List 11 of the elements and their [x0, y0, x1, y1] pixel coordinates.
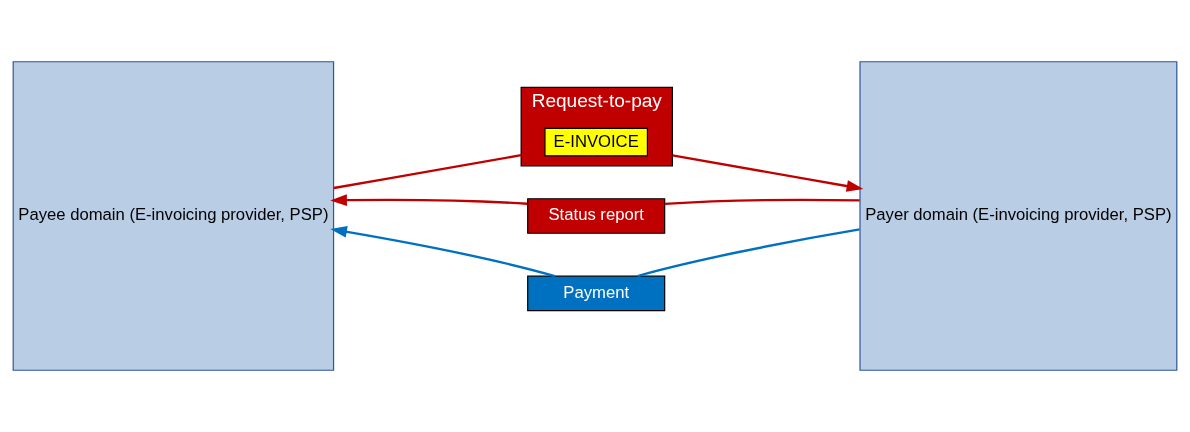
node-box: Payer domain (E-invoicing provider, PSP) [859, 61, 1178, 371]
arrow [330, 194, 528, 206]
node-box: E-INVOICE [544, 127, 648, 157]
connector [333, 153, 522, 190]
node-box: Status report [527, 198, 666, 234]
arrow [672, 154, 864, 192]
connector [637, 228, 860, 278]
arrow [330, 226, 556, 278]
node-box: Payee domain (E-invoicing provider, PSP) [12, 61, 335, 371]
node-box: Payment [527, 275, 666, 312]
connector [664, 198, 860, 205]
